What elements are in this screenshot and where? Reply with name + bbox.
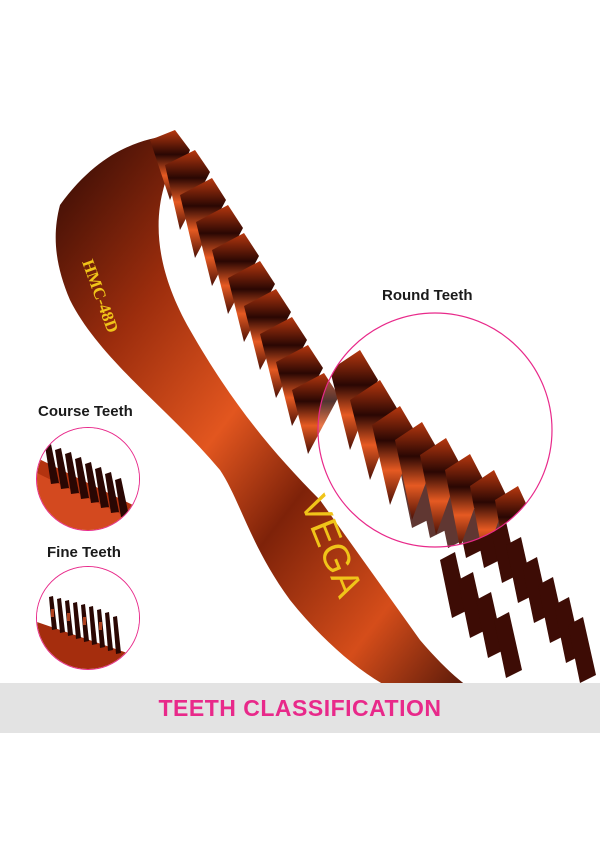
course-teeth-label: Course Teeth	[38, 403, 133, 420]
banner-title: TEETH CLASSIFICATION	[158, 694, 442, 721]
classification-banner: TEETH CLASSIFICATION	[0, 683, 600, 733]
fine-teeth-zoom	[36, 566, 140, 670]
round-teeth-label: Round Teeth	[382, 287, 473, 304]
course-teeth-zoom	[36, 427, 140, 531]
round-teeth-circle	[317, 312, 553, 548]
fine-teeth-label: Fine Teeth	[47, 544, 121, 561]
comb-wide-teeth	[150, 130, 339, 454]
comb-spine	[55, 135, 491, 700]
